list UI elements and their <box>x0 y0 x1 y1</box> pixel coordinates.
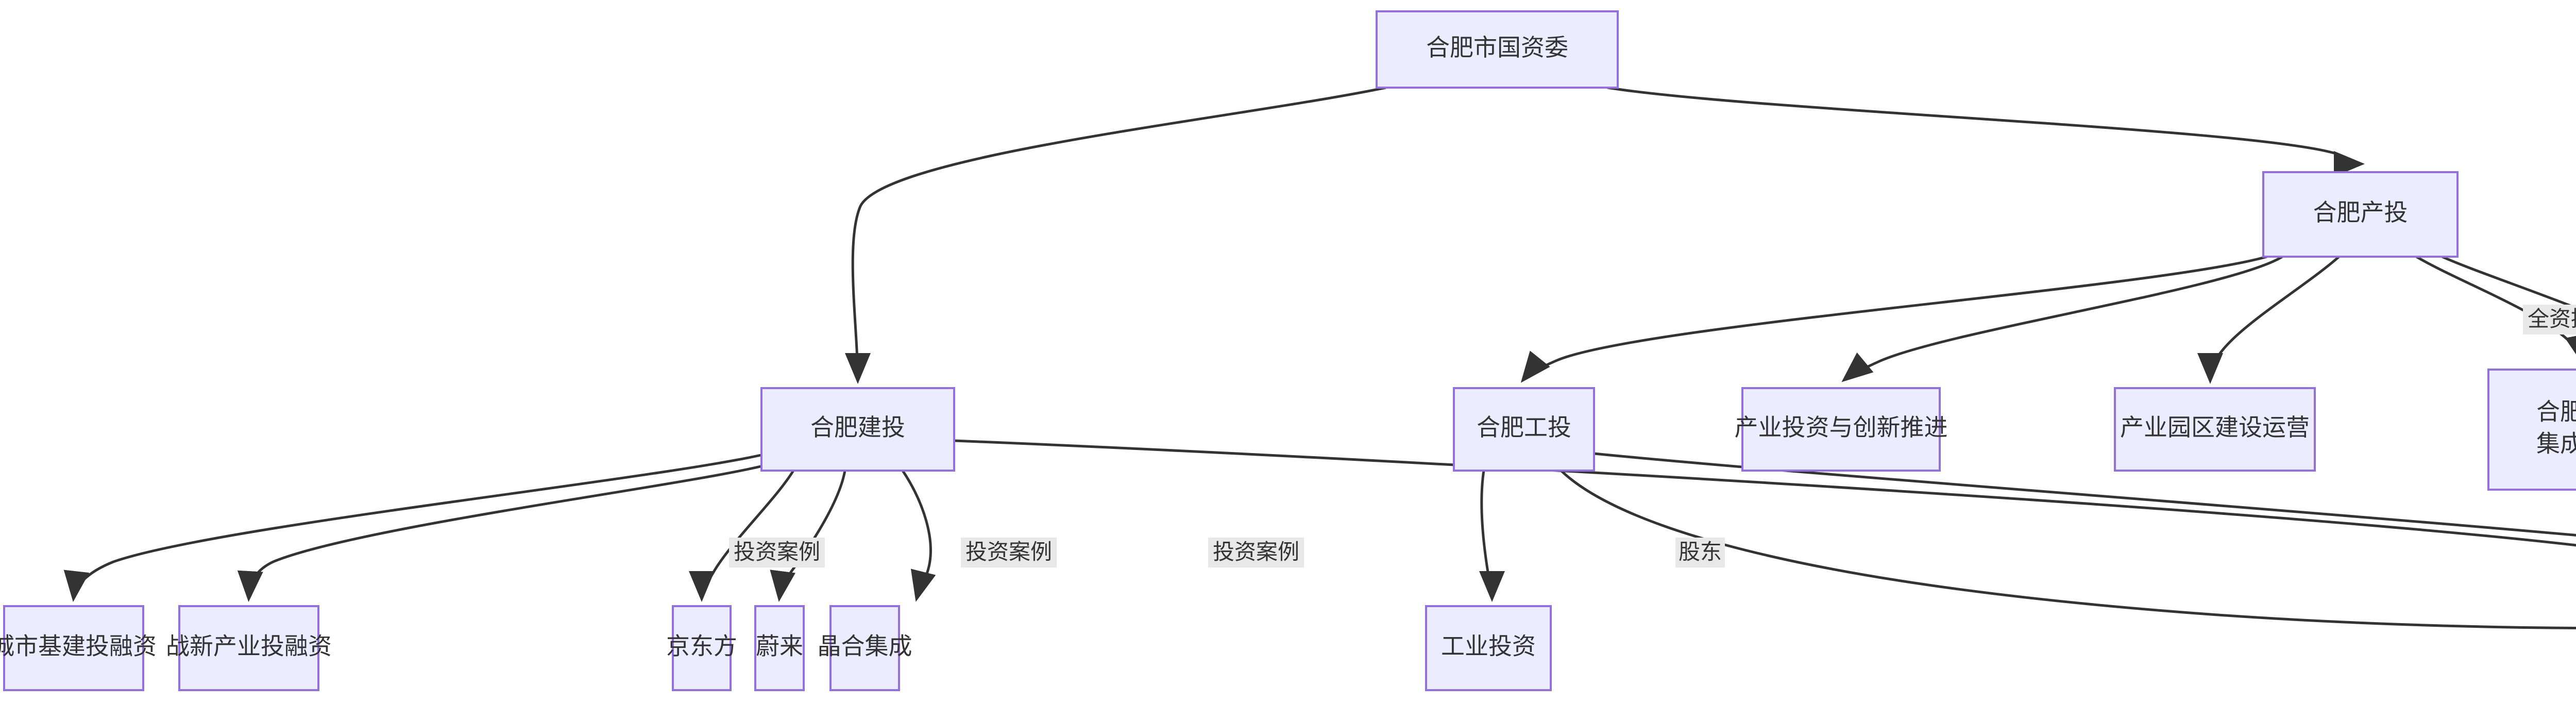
edge-n0-to-n1 <box>1607 86 2365 177</box>
node-label: 合肥建投 <box>810 414 905 441</box>
node-n2[interactable]: 合肥建投 <box>760 387 955 472</box>
node-label: 合肥长鑫 <box>2536 398 2576 425</box>
node-label: 合肥市国资委 <box>1426 34 1568 61</box>
node-n7[interactable]: 城市基建投融资 <box>0 605 157 691</box>
edge-n3-to-n13 <box>1560 470 2576 629</box>
node-label: 产业园区建设运营 <box>2120 414 2310 441</box>
edge-label-background <box>961 538 1057 567</box>
edge-n0-to-n2 <box>844 86 1386 384</box>
node-n10[interactable]: 蔚来 <box>754 605 805 691</box>
node-label: 合肥工投 <box>1477 414 1571 441</box>
node-n6[interactable]: 合肥长鑫集成电路 <box>2487 369 2576 491</box>
node-box[interactable] <box>1741 387 1941 472</box>
node-n4[interactable]: 产业投资与创新推进 <box>1735 387 1948 472</box>
node-label: 蔚来 <box>756 633 803 660</box>
node-box[interactable] <box>1453 387 1595 472</box>
edge-label: 股东 <box>1675 538 1725 567</box>
edge-n1-to-n13 <box>2441 255 2576 310</box>
node-n0[interactable]: 合肥市国资委 <box>1376 10 1619 89</box>
node-n9[interactable]: 京东方 <box>666 605 737 691</box>
node-label: 合肥产投 <box>2313 199 2408 226</box>
edge-n2-to-n10 <box>770 470 846 602</box>
node-n5[interactable]: 产业园区建设运营 <box>2114 387 2316 472</box>
edge-n2-to-n13 <box>954 439 2576 547</box>
edge-n1-to-n5 <box>2197 256 2340 384</box>
edge-label: 投资案例 <box>729 538 825 567</box>
node-n8[interactable]: 战新产业投融资 <box>166 605 332 691</box>
node-box[interactable] <box>754 605 805 691</box>
node-label: 战新产业投融资 <box>166 633 332 660</box>
node-box[interactable] <box>760 387 955 472</box>
node-n12[interactable]: 工业投资 <box>1425 605 1552 691</box>
edge-labels-layer: 全资控股控股投资案例投资案例投资案例股东共同投资 <box>729 305 2576 567</box>
node-n11[interactable]: 晶合集成 <box>818 605 912 691</box>
edges-layer <box>63 86 2576 629</box>
edge-n2-to-n7 <box>63 452 768 602</box>
edge-label-background <box>729 538 825 567</box>
node-box[interactable] <box>2114 387 2316 472</box>
node-label: 工业投资 <box>1441 633 1536 660</box>
edge-n3-to-n14 <box>1594 452 2576 537</box>
edge-n2-to-n11 <box>901 470 936 602</box>
node-box[interactable] <box>1425 605 1552 691</box>
node-box[interactable] <box>2262 171 2459 258</box>
node-label: 产业投资与创新推进 <box>1735 414 1948 441</box>
node-box[interactable] <box>178 605 319 691</box>
edge-n2-to-n8 <box>237 462 771 602</box>
edge-label-background <box>1208 538 1304 567</box>
edge-n2-to-n9 <box>689 470 795 602</box>
edge-label-text: 投资案例 <box>734 540 820 564</box>
node-label: 集成电路 <box>2536 430 2576 457</box>
edge-label-text: 股东 <box>1679 540 1722 564</box>
edge-label-text: 全资控股 <box>2528 307 2576 331</box>
edge-n3-to-n12 <box>1479 470 1505 602</box>
edge-n1-to-n3 <box>1520 255 2267 383</box>
edge-label-text: 投资案例 <box>1213 540 1299 564</box>
node-box[interactable] <box>1376 10 1619 89</box>
node-label: 城市基建投融资 <box>0 633 157 660</box>
edge-label-background <box>1675 538 1725 567</box>
edge-n1-to-n4 <box>1841 255 2283 382</box>
node-box[interactable] <box>829 605 900 691</box>
node-box[interactable] <box>672 605 732 691</box>
node-n3[interactable]: 合肥工投 <box>1453 387 1595 472</box>
node-n1[interactable]: 合肥产投 <box>2262 171 2459 258</box>
edge-label-background <box>2523 305 2576 335</box>
node-label: 晶合集成 <box>818 633 912 660</box>
node-box[interactable] <box>2487 369 2576 491</box>
edge-label-text: 投资案例 <box>965 540 1052 564</box>
edge-label: 投资案例 <box>1208 538 1304 567</box>
node-box[interactable] <box>3 605 144 691</box>
node-label: 京东方 <box>666 633 737 660</box>
edge-label: 投资案例 <box>961 538 1057 567</box>
edge-label: 全资控股 <box>2523 305 2576 335</box>
